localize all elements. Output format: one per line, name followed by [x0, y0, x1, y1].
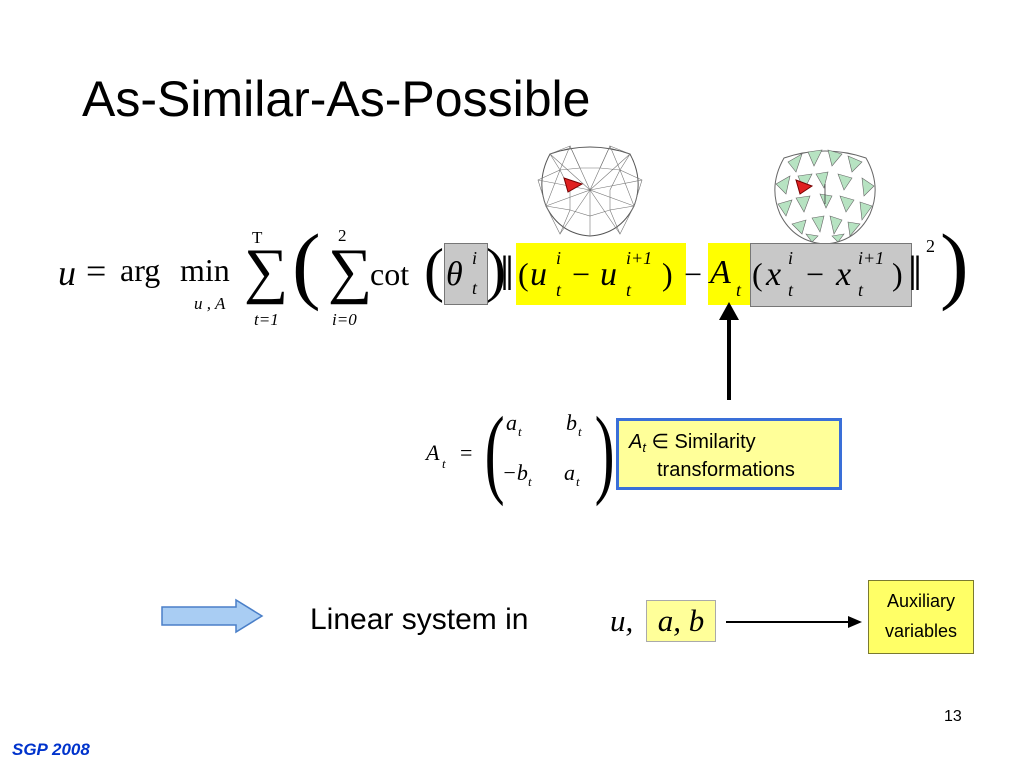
slide-title: As-Similar-As-Possible [82, 71, 591, 127]
norm-close: ‖ [908, 245, 923, 301]
x2-sub: t [858, 280, 864, 300]
green-mesh-image [774, 149, 876, 245]
u1-sup: i [556, 248, 562, 268]
matrix-A-sub: t [442, 456, 446, 471]
sum2-lower: i=0 [332, 310, 357, 329]
aux-line2: variables [884, 621, 958, 641]
u-minus: − [572, 256, 591, 292]
u1-sub: t [556, 280, 562, 300]
sum1-lower: t=1 [254, 310, 279, 329]
cot-close-paren: ) [486, 237, 506, 303]
linear-system-text: Linear system in [310, 603, 529, 636]
A-highlight [708, 243, 750, 305]
norm-open: ‖ [500, 245, 515, 301]
linear-ab: a, b [646, 600, 716, 642]
x-close-paren: ) [892, 256, 903, 292]
matrix-equals: = [460, 440, 473, 465]
theta-sup: i [472, 248, 478, 268]
norm-power: 2 [926, 236, 935, 256]
eq-arg: arg [120, 252, 161, 288]
eq-x2: x [836, 256, 852, 293]
matrix-close-paren: ) [594, 396, 615, 507]
eq-equals: = [86, 251, 107, 291]
u2-sub: t [626, 280, 632, 300]
eq-min-subscript: u , A [194, 294, 226, 313]
up-arrow [719, 302, 739, 400]
theta-highlight [444, 243, 488, 305]
similarity-line2: transformations [657, 459, 795, 481]
similarity-line1: At ∈ Similarity [629, 429, 756, 455]
matrix-a21: −b [502, 460, 528, 485]
matrix-a11: a [506, 410, 517, 435]
eq-u2: u [600, 256, 617, 293]
theta-sub: t [472, 278, 478, 298]
aux-line1: Auxiliary [886, 591, 956, 611]
u-close-paren: ) [662, 256, 673, 292]
linear-u: u, [610, 603, 634, 638]
right-block-arrow [161, 598, 264, 634]
matrix-A: A [426, 440, 440, 465]
similarity-A: A [629, 431, 643, 453]
thin-right-arrow [726, 616, 862, 628]
x-minus: − [806, 256, 825, 292]
eq-A: A [710, 254, 731, 291]
x1-sub: t [788, 280, 794, 300]
u2-sup: i+1 [626, 248, 653, 268]
eq-cot: cot [370, 256, 410, 292]
sum1-upper: T [252, 228, 263, 247]
sum1-symbol: ∑ [244, 237, 289, 305]
eq-min: min [180, 252, 230, 288]
u-diff-highlight [516, 243, 686, 305]
matrix-a22-sub: t [576, 474, 580, 489]
matrix-a12: b [566, 410, 577, 435]
similarity-A-sub: t [642, 440, 646, 455]
eq-u: u [58, 253, 76, 293]
x-diff-highlight [750, 243, 912, 307]
A-sub: t [736, 280, 742, 300]
auxiliary-callout: Auxiliary variables [868, 580, 974, 654]
gray-mesh-image [537, 145, 643, 237]
page-number: 13 [944, 708, 962, 725]
sum2-symbol: ∑ [328, 237, 373, 305]
eq-u1: u [530, 256, 547, 293]
matrix-a12-sub: t [578, 424, 582, 439]
x2-sup: i+1 [858, 248, 885, 268]
matrix-open-paren: ( [484, 396, 505, 507]
matrix-a21-sub: t [528, 474, 532, 489]
eq-minus: − [684, 256, 703, 292]
eq-theta: θ [446, 256, 463, 293]
element-of-symbol: ∈ [651, 431, 669, 453]
big-open-paren: ( [292, 216, 321, 312]
big-close-paren: ) [940, 216, 969, 312]
cot-open-paren: ( [424, 237, 444, 303]
conference-footer: SGP 2008 [12, 740, 90, 759]
x-open-paren: ( [752, 256, 763, 292]
matrix-a22: a [564, 460, 575, 485]
x1-sup: i [788, 248, 794, 268]
eq-x1: x [766, 256, 782, 293]
similarity-word: Similarity [674, 431, 756, 453]
u-open-paren: ( [518, 256, 529, 292]
matrix-a11-sub: t [518, 424, 522, 439]
sum2-upper: 2 [338, 226, 347, 245]
similarity-callout: At ∈ Similarity transformations [616, 418, 842, 490]
